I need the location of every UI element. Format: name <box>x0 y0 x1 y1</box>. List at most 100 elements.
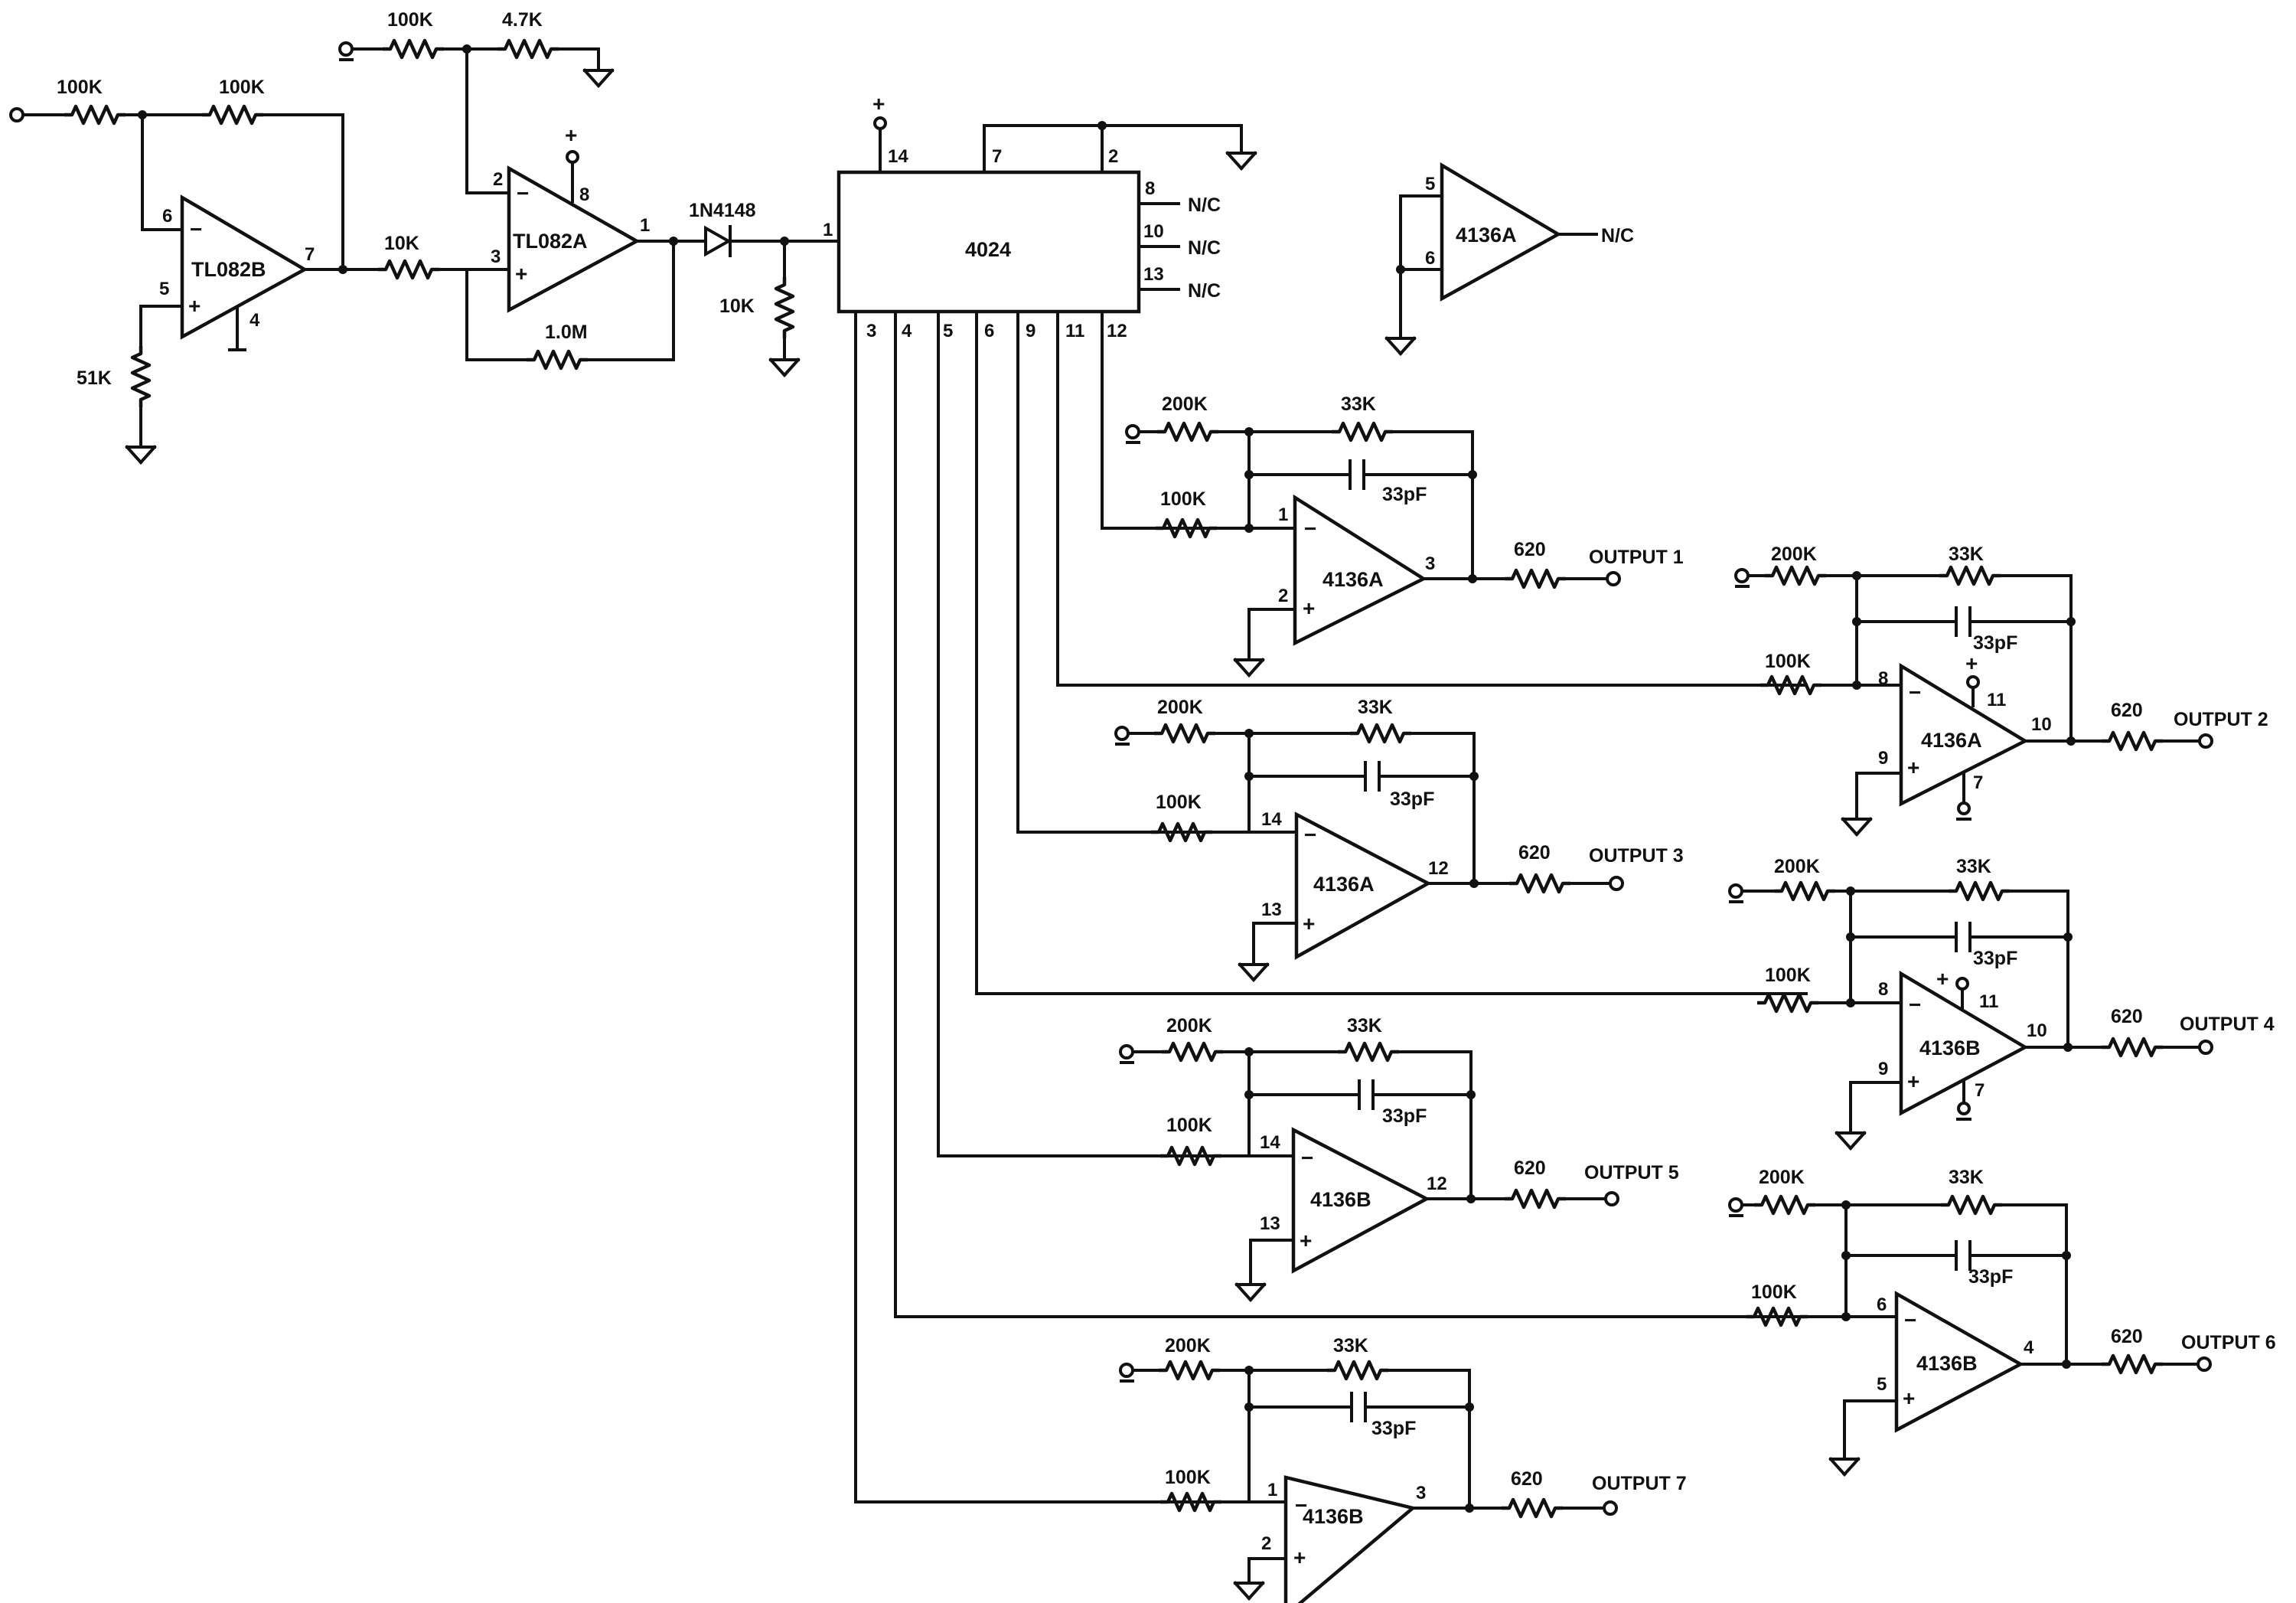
opamp-4136b-stage6 <box>1894 1291 2024 1433</box>
label-r-fb: 33K <box>1333 1335 1368 1357</box>
pin-label: 10 <box>2027 1020 2047 1041</box>
noninv-sign: + <box>1907 1069 1919 1093</box>
diode-1n4148 <box>704 225 732 257</box>
inv-sign: − <box>190 217 202 241</box>
output-4-label: OUTPUT 4 <box>2180 1014 2275 1035</box>
resistor-10k-pulldown <box>776 277 793 338</box>
ground-symbol <box>1226 152 1257 170</box>
resistor-200k <box>1154 725 1215 742</box>
counter-outputs <box>854 310 1809 1503</box>
pin-label: 2 <box>1108 146 1118 167</box>
inv-sign: − <box>1904 1308 1916 1332</box>
pin-label: 3 <box>1416 1483 1426 1503</box>
pin-label: 3 <box>866 321 876 341</box>
label-cap: 33pF <box>1390 788 1434 810</box>
ground-symbol <box>1835 1131 1866 1150</box>
pin-label: 1 <box>640 215 650 236</box>
pin-label: 11 <box>1987 690 2006 710</box>
stage-output-1: 200K 33K 33pF 100K − + 4136A 1 2 3 620 <box>1125 393 1684 677</box>
label-r-fb: 33K <box>1949 544 1984 565</box>
pin-label: 11 <box>1065 321 1084 341</box>
pin-label: 5 <box>1425 174 1435 194</box>
resistor-10k-couple <box>378 261 439 278</box>
label-r-ref: 200K <box>1166 1015 1212 1037</box>
opamp-tl082a: 100K 4.7K − + TL082A 2 3 8 1 + 1.0M 1N41… <box>338 9 840 377</box>
pin-label: 8 <box>1145 178 1155 199</box>
stage-output-2: 200K 33K 33pF 100K − + 4136A 8 9 10 11 7… <box>1734 544 2268 836</box>
inv-sign: − <box>1304 517 1316 540</box>
supply-plus: + <box>872 92 885 116</box>
stage-output-6: 200K 33K 33pF 100K − + 4136B 6 5 4 620 <box>1728 1167 2276 1476</box>
pin-label: 7 <box>305 244 315 265</box>
output-terminal <box>1609 876 1624 891</box>
pin-label: 6 <box>1877 1294 1887 1315</box>
pin-label: 12 <box>1107 321 1127 341</box>
counter-4024: 4024 1 + 14 7 2 8 10 13 N/C N/C N/C 3 4 … <box>823 92 1257 341</box>
inv-sign: − <box>1301 1146 1313 1170</box>
pin-label: 13 <box>1260 1213 1280 1234</box>
output-7-label: OUTPUT 7 <box>1592 1473 1687 1494</box>
label-r-fb: 33K <box>1347 1015 1382 1037</box>
pin-label: 1 <box>1267 1480 1277 1500</box>
label-r-ref: 200K <box>1165 1335 1211 1357</box>
pin-label: 5 <box>943 321 953 341</box>
resistor-100k <box>1156 520 1217 537</box>
label-r-out: 620 <box>2111 1006 2143 1027</box>
opamp-4136a-stage1 <box>1293 494 1427 646</box>
pin-label: 5 <box>159 279 169 299</box>
noninv-sign: + <box>1293 1546 1306 1569</box>
pin-label: 9 <box>1878 748 1888 769</box>
label-r-fb: 33K <box>1341 393 1376 415</box>
counter-4024-body <box>837 170 1141 314</box>
pin-label: 8 <box>1878 668 1888 689</box>
pin-label: 4 <box>902 321 912 341</box>
stage-output-5: 200K 33K 33pF 100K − + 4136B 14 13 12 62… <box>1119 1015 1679 1301</box>
label-r-in: 100K <box>1765 651 1811 672</box>
resistor-620 <box>1502 1500 1563 1516</box>
resistor-33k <box>1327 1362 1388 1379</box>
resistor-100k-top <box>383 41 444 57</box>
resistor-100k <box>1151 824 1212 841</box>
inv-sign: − <box>517 181 529 205</box>
inv-sign: − <box>1304 823 1316 847</box>
resistor-1m <box>527 351 588 368</box>
label-r-hyst: 1.0M <box>545 322 588 343</box>
opamp-spare-4136a: 4136A 5 6 N/C <box>1385 162 1634 355</box>
label-r-in: 100K <box>1156 792 1202 813</box>
supply-plus: + <box>1965 651 1978 675</box>
label-r-out: 620 <box>1518 842 1551 864</box>
opamp-4136a-stage3 <box>1294 811 1432 960</box>
output-1-label: OUTPUT 1 <box>1589 547 1684 568</box>
label-r-out: 620 <box>1514 1157 1546 1179</box>
ground-symbol <box>1385 337 1416 355</box>
noninv-sign: + <box>1903 1386 1915 1410</box>
label-cap: 33pF <box>1968 1266 2013 1288</box>
resistor-33k <box>1332 423 1393 440</box>
supply-plus: + <box>565 123 577 147</box>
opamp-tl082b-body <box>180 194 308 340</box>
opamp-4136b-stage7 <box>1283 1475 1417 1603</box>
output-terminal <box>1603 1500 1618 1516</box>
label-r-ref: 200K <box>1157 697 1203 718</box>
opamp-label: 4136A <box>1322 568 1384 591</box>
spare-opamp-label: 4136A <box>1456 224 1517 246</box>
label-r-in: 100K <box>1765 965 1811 986</box>
resistor-200k <box>1754 1197 1815 1213</box>
resistor-100k-input <box>64 106 126 123</box>
stage-output-3: 200K 33K 33pF 100K − + 4136A 14 13 12 62… <box>1114 697 1684 981</box>
opamp-tl082a-label: TL082A <box>513 230 588 253</box>
inv-sign: − <box>1909 993 1921 1017</box>
resistor-620 <box>1509 875 1570 892</box>
pin-label: 14 <box>1260 1132 1280 1153</box>
resistor-100k-feedback <box>202 106 263 123</box>
pin-label: 7 <box>1973 772 1983 793</box>
pin-label: 1 <box>1278 504 1288 525</box>
label-cap: 33pF <box>1973 632 2017 654</box>
resistor-620 <box>1505 1190 1566 1207</box>
pin-label: 14 <box>1261 809 1282 830</box>
pin-label: 8 <box>579 184 589 205</box>
opamp-label: 4136B <box>1919 1037 1981 1059</box>
resistor-33k <box>1350 725 1411 742</box>
ground-symbol <box>1234 658 1264 677</box>
